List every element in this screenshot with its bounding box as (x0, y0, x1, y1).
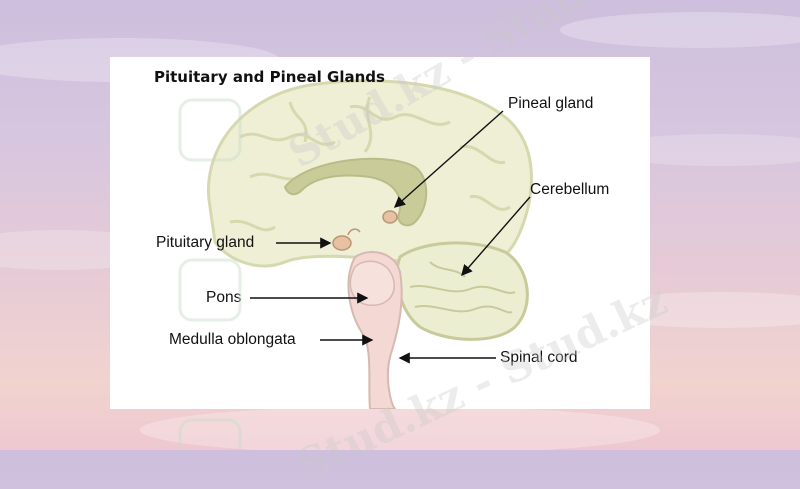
pineal-gland (382, 210, 398, 224)
label-spinal-cord: Spinal cord (500, 349, 578, 366)
label-pons: Pons (206, 289, 242, 306)
pineal-arrow (393, 110, 504, 208)
brain-diagram (207, 79, 533, 409)
diagram-title: Pituitary and Pineal Glands (154, 68, 385, 86)
cerebellum-arrow (461, 196, 531, 277)
label-medulla-oblongata: Medulla oblongata (169, 331, 296, 348)
pituitary-gland (332, 235, 352, 251)
label-cerebellum: Cerebellum (530, 181, 610, 198)
cerebrum-folds (229, 96, 511, 232)
label-pituitary-gland: Pituitary gland (156, 234, 255, 251)
label-pineal-gland: Pineal gland (508, 95, 594, 112)
corpus-callosum (283, 157, 428, 227)
diagram-card: Pituitary and Pineal Glands Pineal gland… (110, 57, 650, 409)
